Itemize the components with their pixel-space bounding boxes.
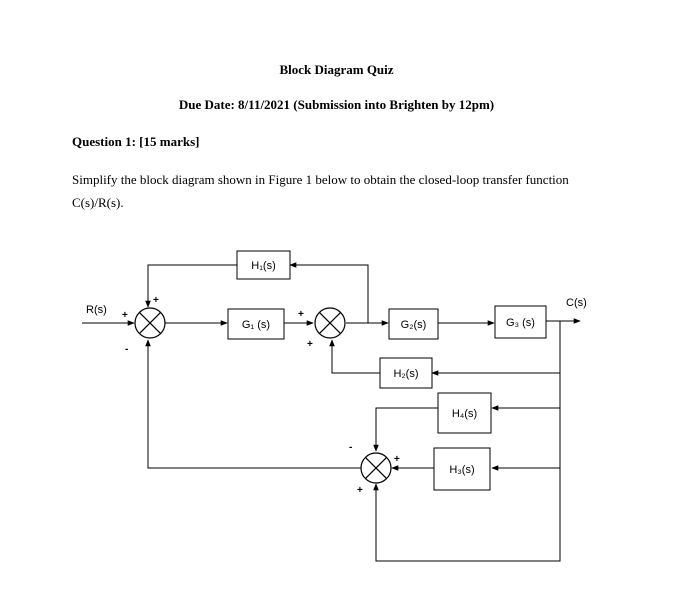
wire-h2-output <box>329 339 380 374</box>
wire-sum3-to-sum1 <box>145 339 361 469</box>
block-g3-label: G₃ (s) <box>506 317 535 329</box>
wire-h1-input <box>289 262 369 323</box>
wire-h3-input <box>491 408 561 471</box>
block-h2: H₂(s) <box>379 357 433 389</box>
block-h1: H₁(s) <box>236 250 291 280</box>
due-date: Due Date: 8/11/2021 (Submission into Bri… <box>178 97 495 112</box>
wire-h1-output <box>145 264 237 308</box>
block-g2: G₂(s) <box>388 308 439 340</box>
block-g1: G₁ (s) <box>227 308 285 340</box>
block-h4: H₄(s) <box>437 392 492 434</box>
wire-h4-output <box>373 407 438 452</box>
input-label: R(s) <box>86 304 107 316</box>
sum2-bottom-sign: + <box>307 339 313 350</box>
wire-h4-input <box>491 373 561 411</box>
block-h3-label: H₃(s) <box>449 464 474 476</box>
sum1-left-sign: + <box>122 310 128 321</box>
block-h3: H₃(s) <box>433 447 491 491</box>
sum3-bottom-sign: + <box>357 485 363 496</box>
summing-junction-2 <box>314 307 346 339</box>
summing-junction-1 <box>134 307 166 339</box>
instruction-line-2: C(s)/R(s). <box>72 195 124 210</box>
sum1-bottom-sign: - <box>125 344 128 355</box>
block-g2-label: G₂(s) <box>401 319 427 331</box>
instruction-line-1: Simplify the block diagram shown in Figu… <box>72 172 569 187</box>
block-h4-label: H₄(s) <box>452 408 477 420</box>
block-h2-label: H₂(s) <box>393 368 418 380</box>
output-label: C(s) <box>566 297 587 309</box>
sum3-right-sign: + <box>394 454 400 465</box>
wire-bottom-loop <box>373 468 561 562</box>
sum2-left-sign: + <box>298 309 304 320</box>
sum3-top-sign: - <box>349 442 352 453</box>
question-instruction: Simplify the block diagram shown in Figu… <box>72 168 632 214</box>
block-g3: G₃ (s) <box>494 305 547 339</box>
sum1-top-sign: + <box>153 295 159 306</box>
block-h1-label: H₁(s) <box>251 260 275 272</box>
summing-junction-3 <box>360 452 392 484</box>
quiz-title: Block Diagram Quiz <box>279 62 394 77</box>
question-heading: Question 1: [15 marks] <box>72 134 200 149</box>
block-g1-label: G₁ (s) <box>242 319 270 331</box>
